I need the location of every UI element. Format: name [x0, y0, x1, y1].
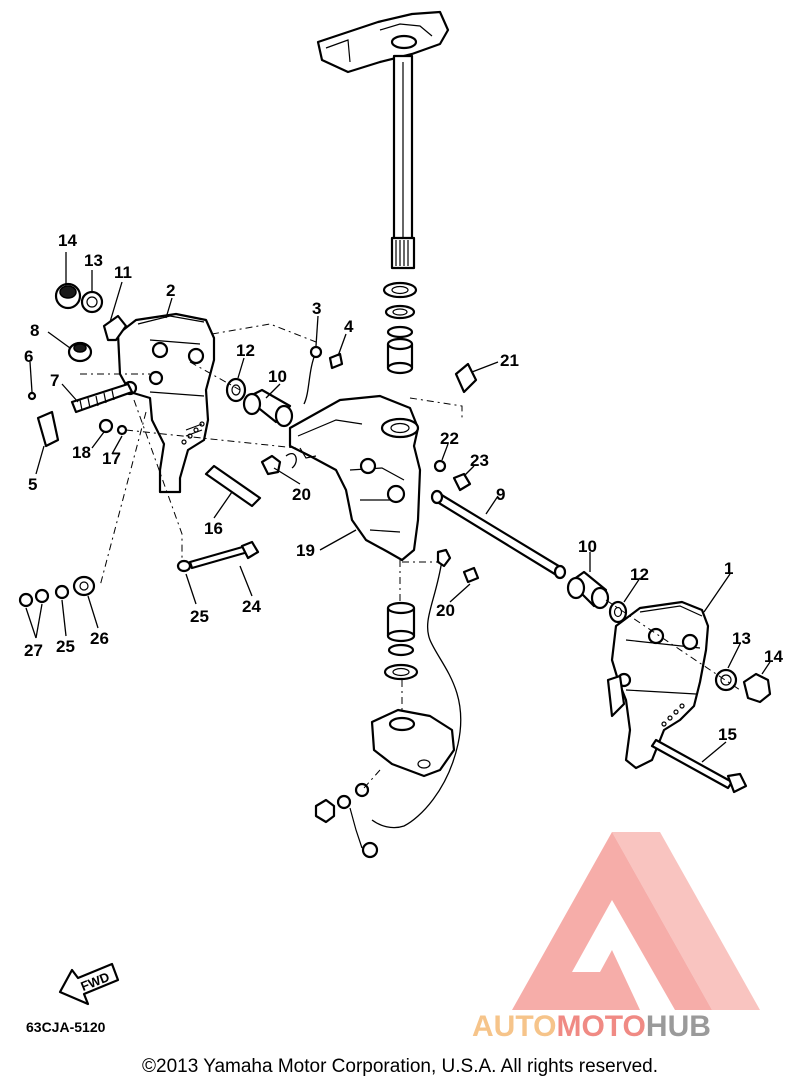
- callout-1: 1: [724, 559, 733, 578]
- through-tube: [430, 489, 567, 580]
- right-clamp-bracket: [606, 600, 710, 770]
- nut-cap-left: [54, 282, 104, 314]
- small-hardware: [260, 345, 480, 584]
- steering-shaft-bushings: [382, 281, 418, 375]
- callout-2: 2: [166, 281, 175, 300]
- callout-14: 14: [58, 231, 77, 250]
- wordmark-hub: HUB: [646, 1010, 711, 1043]
- svg-text:AUTOMOTOHUB: AUTOMOTOHUB: [472, 1010, 711, 1043]
- callout-25: 25: [56, 637, 75, 656]
- callout-9: 9: [496, 485, 505, 504]
- callout-16: 16: [204, 519, 223, 538]
- callout-25: 25: [190, 607, 209, 626]
- callout-20: 20: [436, 601, 455, 620]
- callout-22: 22: [440, 429, 459, 448]
- drawing-code: 63CJA-5120: [26, 1019, 106, 1035]
- callout-20: 20: [292, 485, 311, 504]
- washer-right: [608, 600, 628, 624]
- callout-12: 12: [236, 341, 255, 360]
- fwd-arrow: FWD: [58, 962, 120, 1006]
- callout-15: 15: [718, 725, 737, 744]
- callout-leaders: [25, 252, 771, 763]
- watermark-logo: [512, 832, 760, 1010]
- ground-lead-wire: [371, 559, 462, 829]
- tilt-pin: [204, 464, 262, 508]
- callout-19: 19: [296, 541, 315, 560]
- bushing-right: [566, 570, 610, 610]
- callout-7: 7: [50, 371, 59, 390]
- watermark-wordmark: AUTOMOTOHUB: [472, 1010, 711, 1043]
- lower-mount-parts: [314, 601, 456, 859]
- callout-13: 13: [84, 251, 103, 270]
- swivel-bracket: [288, 394, 422, 562]
- clamp-bolt-24: [176, 540, 260, 573]
- nut-cap-right: [714, 668, 772, 704]
- clamp-bolt-15: [650, 738, 748, 794]
- thrust-rod-parts: [27, 314, 134, 448]
- callout-21: 21: [500, 351, 519, 370]
- callout-24: 24: [242, 597, 261, 616]
- bushing-left: [242, 388, 294, 428]
- alignment-lines: [80, 323, 741, 789]
- copyright-notice: ©2013 Yamaha Motor Corporation, U.S.A. A…: [142, 1056, 658, 1077]
- callout-23: 23: [470, 451, 489, 470]
- steering-shaft-assembly: [316, 10, 450, 270]
- callout-8: 8: [30, 321, 39, 340]
- callout-14: 14: [764, 647, 783, 666]
- callout-5: 5: [28, 475, 37, 494]
- callout-11: 11: [114, 263, 132, 282]
- callout-13: 13: [732, 629, 751, 648]
- callout-labels: 14 13 11 2 3 4 8 6 7 12 10 21 18 17 5 22…: [24, 231, 783, 744]
- callout-27: 27: [24, 641, 43, 660]
- callout-18: 18: [72, 443, 91, 462]
- nuts-washers-set: [18, 575, 96, 608]
- wordmark-auto: AUTO: [472, 1010, 556, 1043]
- washer-left: [225, 377, 247, 403]
- callout-10: 10: [578, 537, 597, 556]
- callout-26: 26: [90, 629, 109, 648]
- left-clamp-bracket: [116, 312, 216, 494]
- wordmark-moto: MOTO: [556, 1010, 645, 1043]
- callout-17: 17: [102, 449, 121, 468]
- callout-3: 3: [312, 299, 321, 318]
- callout-12: 12: [630, 565, 649, 584]
- ground-lead-terminal: [436, 548, 452, 568]
- callout-10: 10: [268, 367, 287, 386]
- callout-4: 4: [344, 317, 354, 336]
- callout-6: 6: [24, 347, 33, 366]
